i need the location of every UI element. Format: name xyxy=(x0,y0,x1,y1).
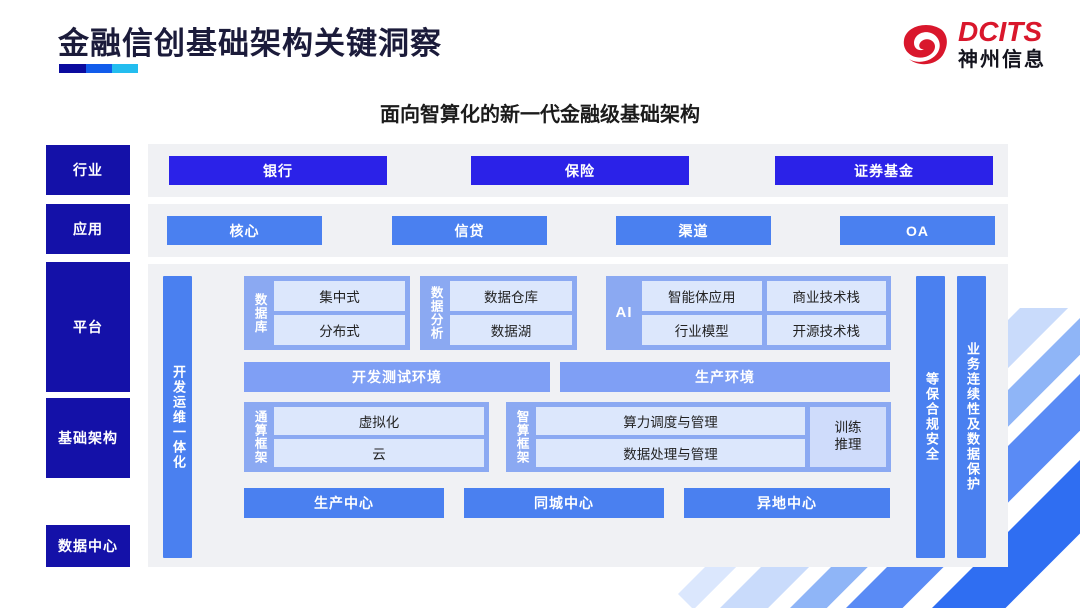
platform-inner-content: 数据库 集中式 分布式 数据分析 数据仓库 数据湖 xyxy=(202,276,902,558)
group-ai-compute-framework[interactable]: 智算框架 算力调度与管理 数据处理与管理 训练推理 xyxy=(506,402,891,472)
vertical-bar-security[interactable]: 等保合规安全 xyxy=(916,276,945,558)
group-body-data-analysis: 数据仓库 数据湖 xyxy=(450,281,572,345)
group-data-analysis[interactable]: 数据分析 数据仓库 数据湖 xyxy=(420,276,577,350)
chip-agent-application[interactable]: 智能体应用 xyxy=(642,281,762,311)
industry-chip-securities[interactable]: 证券基金 xyxy=(775,156,993,185)
logo-text: DCITS 神州信息 xyxy=(958,16,1046,71)
group-body-ai: 智能体应用 商业技术栈 行业模型 开源技术栈 xyxy=(642,281,886,345)
chip-industry-model[interactable]: 行业模型 xyxy=(642,315,762,345)
dcits-swirl-icon xyxy=(898,18,950,70)
group-row: 数据仓库 xyxy=(450,281,572,311)
chip-centralized[interactable]: 集中式 xyxy=(274,281,405,311)
group-label-ai-compute: 智算框架 xyxy=(514,410,529,464)
application-chip-channel[interactable]: 渠道 xyxy=(616,216,771,245)
group-label-database: 数据库 xyxy=(252,292,267,334)
group-row: 分布式 xyxy=(274,315,405,345)
group-row: 集中式 xyxy=(274,281,405,311)
stage-label-industry[interactable]: 行业 xyxy=(46,145,130,195)
group-body-general-compute: 虚拟化 云 xyxy=(274,407,484,467)
stage-label-application[interactable]: 应用 xyxy=(46,204,130,254)
group-ai[interactable]: AI 智能体应用 商业技术栈 行业模型 开源技术栈 xyxy=(606,276,891,350)
logo-name-en: DCITS xyxy=(958,16,1042,47)
group-label-general-compute: 通算框架 xyxy=(252,410,267,464)
chip-training-inference[interactable]: 训练推理 xyxy=(810,407,886,467)
env-bar-dev-test[interactable]: 开发测试环境 xyxy=(244,362,550,392)
datacenter-chip-production[interactable]: 生产中心 xyxy=(244,488,444,518)
datacenter-chip-metro[interactable]: 同城中心 xyxy=(464,488,664,518)
vertical-bar-devops[interactable]: 开发运维一体化 xyxy=(163,276,192,558)
title-accent-rule xyxy=(59,64,138,73)
application-chip-oa[interactable]: OA xyxy=(840,216,995,245)
vertical-bar-continuity[interactable]: 业务连续性及数据保护 xyxy=(957,276,986,558)
accent-segment-navy xyxy=(59,64,86,73)
industry-chip-insurance[interactable]: 保险 xyxy=(471,156,689,185)
brand-logo: DCITS 神州信息 xyxy=(898,18,1046,70)
page-title: 金融信创基础架构关键洞察 xyxy=(58,26,442,61)
industry-chip-bank[interactable]: 银行 xyxy=(169,156,387,185)
accent-segment-blue xyxy=(86,64,112,73)
group-row: 算力调度与管理 xyxy=(536,407,805,435)
group-row: 智能体应用 商业技术栈 xyxy=(642,281,886,311)
group-row: 数据湖 xyxy=(450,315,572,345)
stage-label-infrastructure[interactable]: 基础架构 xyxy=(46,398,130,478)
accent-segment-cyan xyxy=(112,64,138,73)
group-row: 数据处理与管理 xyxy=(536,439,805,467)
group-body-database: 集中式 分布式 xyxy=(274,281,405,345)
group-database[interactable]: 数据库 集中式 分布式 xyxy=(244,276,410,350)
application-chip-credit[interactable]: 信贷 xyxy=(392,216,547,245)
logo-name-cn: 神州信息 xyxy=(958,49,1046,71)
group-row: 行业模型 开源技术栈 xyxy=(642,315,886,345)
group-row: 云 xyxy=(274,439,484,467)
chip-opensource-stack[interactable]: 开源技术栈 xyxy=(766,315,886,345)
architecture-diagram: 行业 应用 平台 基础架构 数据中心 银行 保险 证券基金 核心 信贷 渠道 O… xyxy=(0,140,1080,570)
chip-distributed[interactable]: 分布式 xyxy=(274,315,405,345)
env-bar-production[interactable]: 生产环境 xyxy=(560,362,890,392)
page-header: 金融信创基础架构关键洞察 DCITS 神州信息 xyxy=(0,0,1080,90)
group-row: 虚拟化 xyxy=(274,407,484,435)
stage-label-platform[interactable]: 平台 xyxy=(46,262,130,392)
stage-label-datacenter[interactable]: 数据中心 xyxy=(46,525,130,567)
chip-cloud[interactable]: 云 xyxy=(274,439,484,467)
application-chip-core[interactable]: 核心 xyxy=(167,216,322,245)
chip-virtualization[interactable]: 虚拟化 xyxy=(274,407,484,435)
datacenter-chip-remote[interactable]: 异地中心 xyxy=(684,488,890,518)
chip-data-lake[interactable]: 数据湖 xyxy=(450,315,572,345)
group-body-ai-compute: 算力调度与管理 数据处理与管理 xyxy=(536,407,805,467)
diagram-subtitle: 面向智算化的新一代金融级基础架构 xyxy=(380,104,700,126)
group-general-compute-framework[interactable]: 通算框架 虚拟化 云 xyxy=(244,402,489,472)
group-label-ai: AI xyxy=(615,304,633,322)
chip-compute-scheduling[interactable]: 算力调度与管理 xyxy=(536,407,805,435)
chip-data-processing[interactable]: 数据处理与管理 xyxy=(536,439,805,467)
group-label-data-analysis: 数据分析 xyxy=(428,286,443,340)
chip-commercial-stack[interactable]: 商业技术栈 xyxy=(766,281,886,311)
chip-data-warehouse[interactable]: 数据仓库 xyxy=(450,281,572,311)
